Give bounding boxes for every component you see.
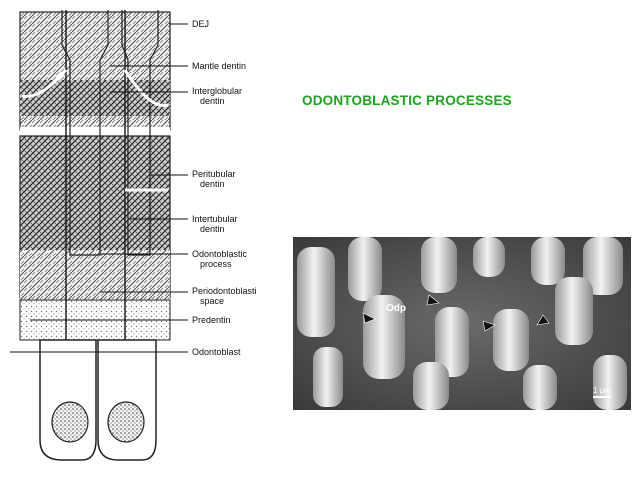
arrowheads [362, 294, 550, 332]
odontoblast-cells [39, 339, 157, 461]
sem-micrograph: Odp 1 μm [293, 237, 631, 410]
label-interglobular-dentin: dentin [200, 96, 225, 106]
dentin-tubule-diagram: DEJ Mantle dentin Interglobular dentin P… [10, 10, 257, 461]
label-mantle-dentin: Mantle dentin [192, 61, 246, 71]
slide-title: ODONTOBLASTIC PROCESSES [302, 93, 512, 108]
label-dej: DEJ [192, 19, 209, 29]
label-odontoblast: Odontoblast [192, 347, 241, 357]
dentin-block [19, 11, 171, 341]
label-interglobular: Interglobular [192, 86, 242, 96]
scale-bar-label: 1 μm [593, 386, 611, 395]
label-periodontoblasti: Periodontoblasti [192, 286, 257, 296]
label-periodontoblasti-space: space [200, 296, 224, 306]
label-odontoblastic: Odontoblastic [192, 249, 248, 259]
leader-lines [10, 23, 188, 353]
dentinal-tubules [21, 10, 169, 340]
micrograph-columns [297, 237, 627, 410]
label-peritubular-dentin: dentin [200, 179, 225, 189]
scale-bar [593, 396, 611, 398]
label-intertubular: Intertubular [192, 214, 238, 224]
label-intertubular-dentin: dentin [200, 224, 225, 234]
label-predentin: Predentin [192, 315, 231, 325]
odp-label: Odp [386, 303, 406, 314]
label-peritubular: Peritubular [192, 169, 236, 179]
label-odontoblastic-process: process [200, 259, 232, 269]
